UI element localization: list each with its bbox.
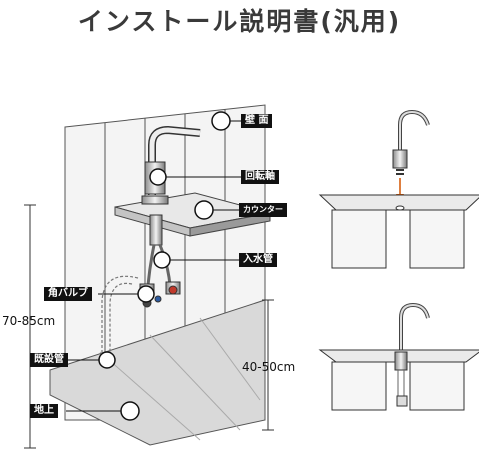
dimension-valve-height: 70-85cm xyxy=(2,314,56,328)
label-angle-valve: 角バルブ xyxy=(44,287,92,301)
page-title: インストール説明書(汎用) xyxy=(77,7,402,36)
label-swivel: 回転軸 xyxy=(241,170,279,184)
label-floor: 地上 xyxy=(30,404,58,418)
sink-top-view xyxy=(318,109,479,269)
sink-installed-view xyxy=(318,302,479,411)
label-inlet-pipe: 入水管 xyxy=(239,253,277,267)
label-wall: 壁 面 xyxy=(241,114,273,128)
dimension-valve-to-counter: 40-50cm xyxy=(242,360,296,374)
label-drain-pipe: 既設管 xyxy=(30,353,68,367)
floor-plane xyxy=(49,299,266,446)
callout-markers xyxy=(98,111,231,421)
leader-lines xyxy=(66,120,241,412)
label-counter: カウンター xyxy=(239,203,287,217)
